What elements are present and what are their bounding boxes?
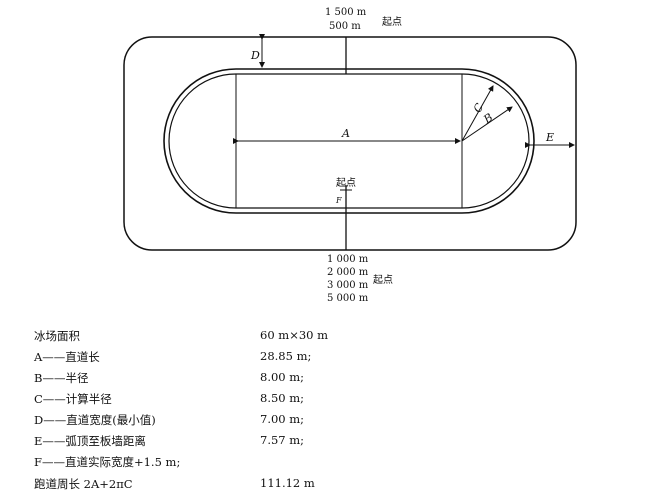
label-E: E <box>545 131 554 144</box>
dimension-C <box>461 85 494 142</box>
track-outer <box>163 68 535 214</box>
top-distance-1500: 1 500 m <box>325 7 367 18</box>
bottom-start-label: 起点 <box>373 274 393 286</box>
label-D: D <box>250 49 260 62</box>
legend-key: C——计算半径 <box>34 392 112 406</box>
top-distance-500: 500 m <box>329 21 361 32</box>
legend-key: A——直道长 <box>34 350 100 364</box>
legend-key: D——直道宽度(最小值) <box>34 413 156 427</box>
rink-boundary <box>123 36 577 251</box>
legend-value: 7.00 m; <box>260 412 305 426</box>
legend-value: 7.57 m; <box>260 433 305 447</box>
legend-key: B——半径 <box>34 371 89 385</box>
bottom-distance-2000: 2 000 m <box>327 267 369 278</box>
inner-start-label: 起点 <box>336 177 356 189</box>
rink-diagram: D A C B E F 1 500 m 500 m 起点 起点 1 000 m … <box>123 7 577 304</box>
legend-value: 8.00 m; <box>260 370 305 384</box>
legend-value: 8.50 m; <box>260 391 305 405</box>
legend-key: E——弧顶至板墙距离 <box>34 434 146 448</box>
legend-value: 28.85 m; <box>260 349 312 363</box>
bottom-distance-5000: 5 000 m <box>327 293 369 304</box>
legend-value: 111.12 m <box>260 476 315 490</box>
label-F: F <box>335 196 342 205</box>
legend-value: 60 m×30 m <box>260 328 329 342</box>
legend-key: F——直道实际宽度+1.5 m; <box>34 455 181 469</box>
bottom-distance-1000: 1 000 m <box>327 254 369 265</box>
label-A: A <box>341 127 350 140</box>
bottom-distance-3000: 3 000 m <box>327 280 369 291</box>
legend-key: 冰场面积 <box>34 329 80 343</box>
legend-key: 跑道周长 2A+2πC <box>34 477 133 491</box>
top-start-label: 起点 <box>382 16 402 28</box>
dimension-B <box>461 106 513 142</box>
